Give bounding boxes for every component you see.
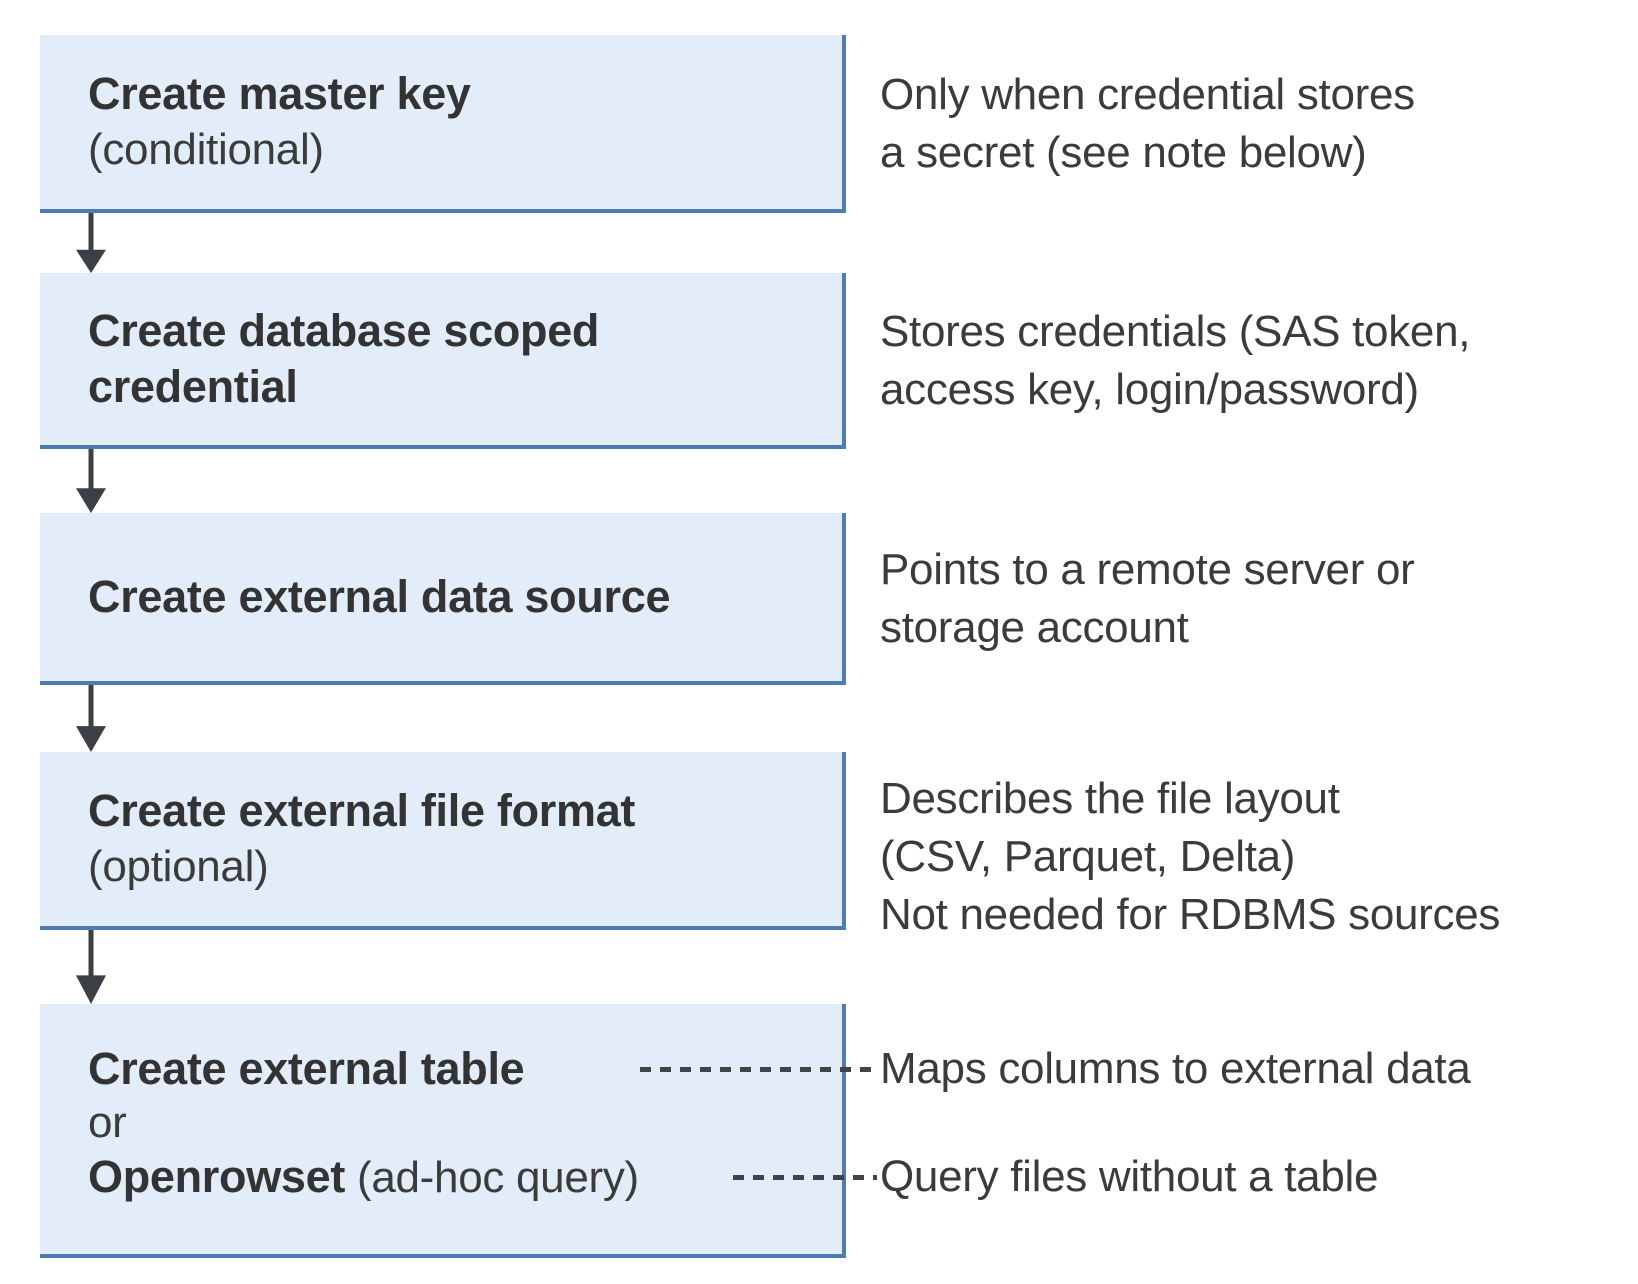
- annotation-line: Describes the file layout: [880, 774, 1340, 823]
- annotation-external-table: Maps columns to external data: [880, 1040, 1471, 1098]
- annotation-file-format: Describes the file layout (CSV, Parquet,…: [880, 770, 1500, 944]
- step-title: Create database scoped credential: [88, 305, 600, 412]
- down-arrow-icon: [76, 685, 106, 752]
- annotation-line: Query files without a table: [880, 1152, 1379, 1201]
- annotation-line: (CSV, Parquet, Delta): [880, 832, 1296, 881]
- step-box-create-database-scoped-credential: Create database scoped credential: [40, 273, 846, 449]
- annotation-line: a secret (see note below): [880, 128, 1367, 177]
- dashed-connector-external-table: [640, 1067, 877, 1072]
- openrowset-line: Openrowset (ad-hoc query): [88, 1150, 816, 1215]
- step-note: (conditional): [88, 125, 324, 174]
- annotation-line: Stores credentials (SAS token,: [880, 307, 1471, 356]
- step-title: Create external table: [88, 1043, 525, 1094]
- step-box-create-master-key: Create master key (conditional): [40, 35, 846, 213]
- annotation-line: Not needed for RDBMS sources: [880, 890, 1501, 939]
- annotation-external-data-source: Points to a remote server or storage acc…: [880, 541, 1415, 657]
- step-note: (optional): [88, 842, 269, 891]
- step-box-create-external-data-source: Create external data source: [40, 513, 846, 685]
- step-title: Create external data source: [88, 571, 671, 622]
- annotation-line: Only when credential stores: [880, 70, 1415, 119]
- or-label: or: [88, 1098, 127, 1147]
- dashed-connector-openrowset: [733, 1175, 877, 1180]
- annotation-scoped-credential: Stores credentials (SAS token, access ke…: [880, 303, 1470, 419]
- annotation-line: Maps columns to external data: [880, 1044, 1471, 1093]
- annotation-line: access key, login/password): [880, 365, 1419, 414]
- openrowset-label: Openrowset: [88, 1151, 346, 1202]
- annotation-line: Points to a remote server or: [880, 545, 1415, 594]
- step-box-create-external-table-or-openrowset: Create external table or Openrowset (ad-…: [40, 1004, 846, 1258]
- step-box-create-external-file-format: Create external file format (optional): [40, 752, 846, 930]
- down-arrow-icon: [76, 213, 106, 273]
- adhoc-query-label: (ad-hoc query): [345, 1153, 639, 1202]
- down-arrow-icon: [76, 449, 106, 513]
- step-title: Create external file format: [88, 785, 636, 836]
- annotation-openrowset: Query files without a table: [880, 1148, 1378, 1206]
- annotation-master-key: Only when credential stores a secret (se…: [880, 66, 1415, 182]
- annotation-line: storage account: [880, 603, 1189, 652]
- down-arrow-icon: [76, 930, 106, 1004]
- step-title: Create master key: [88, 68, 471, 119]
